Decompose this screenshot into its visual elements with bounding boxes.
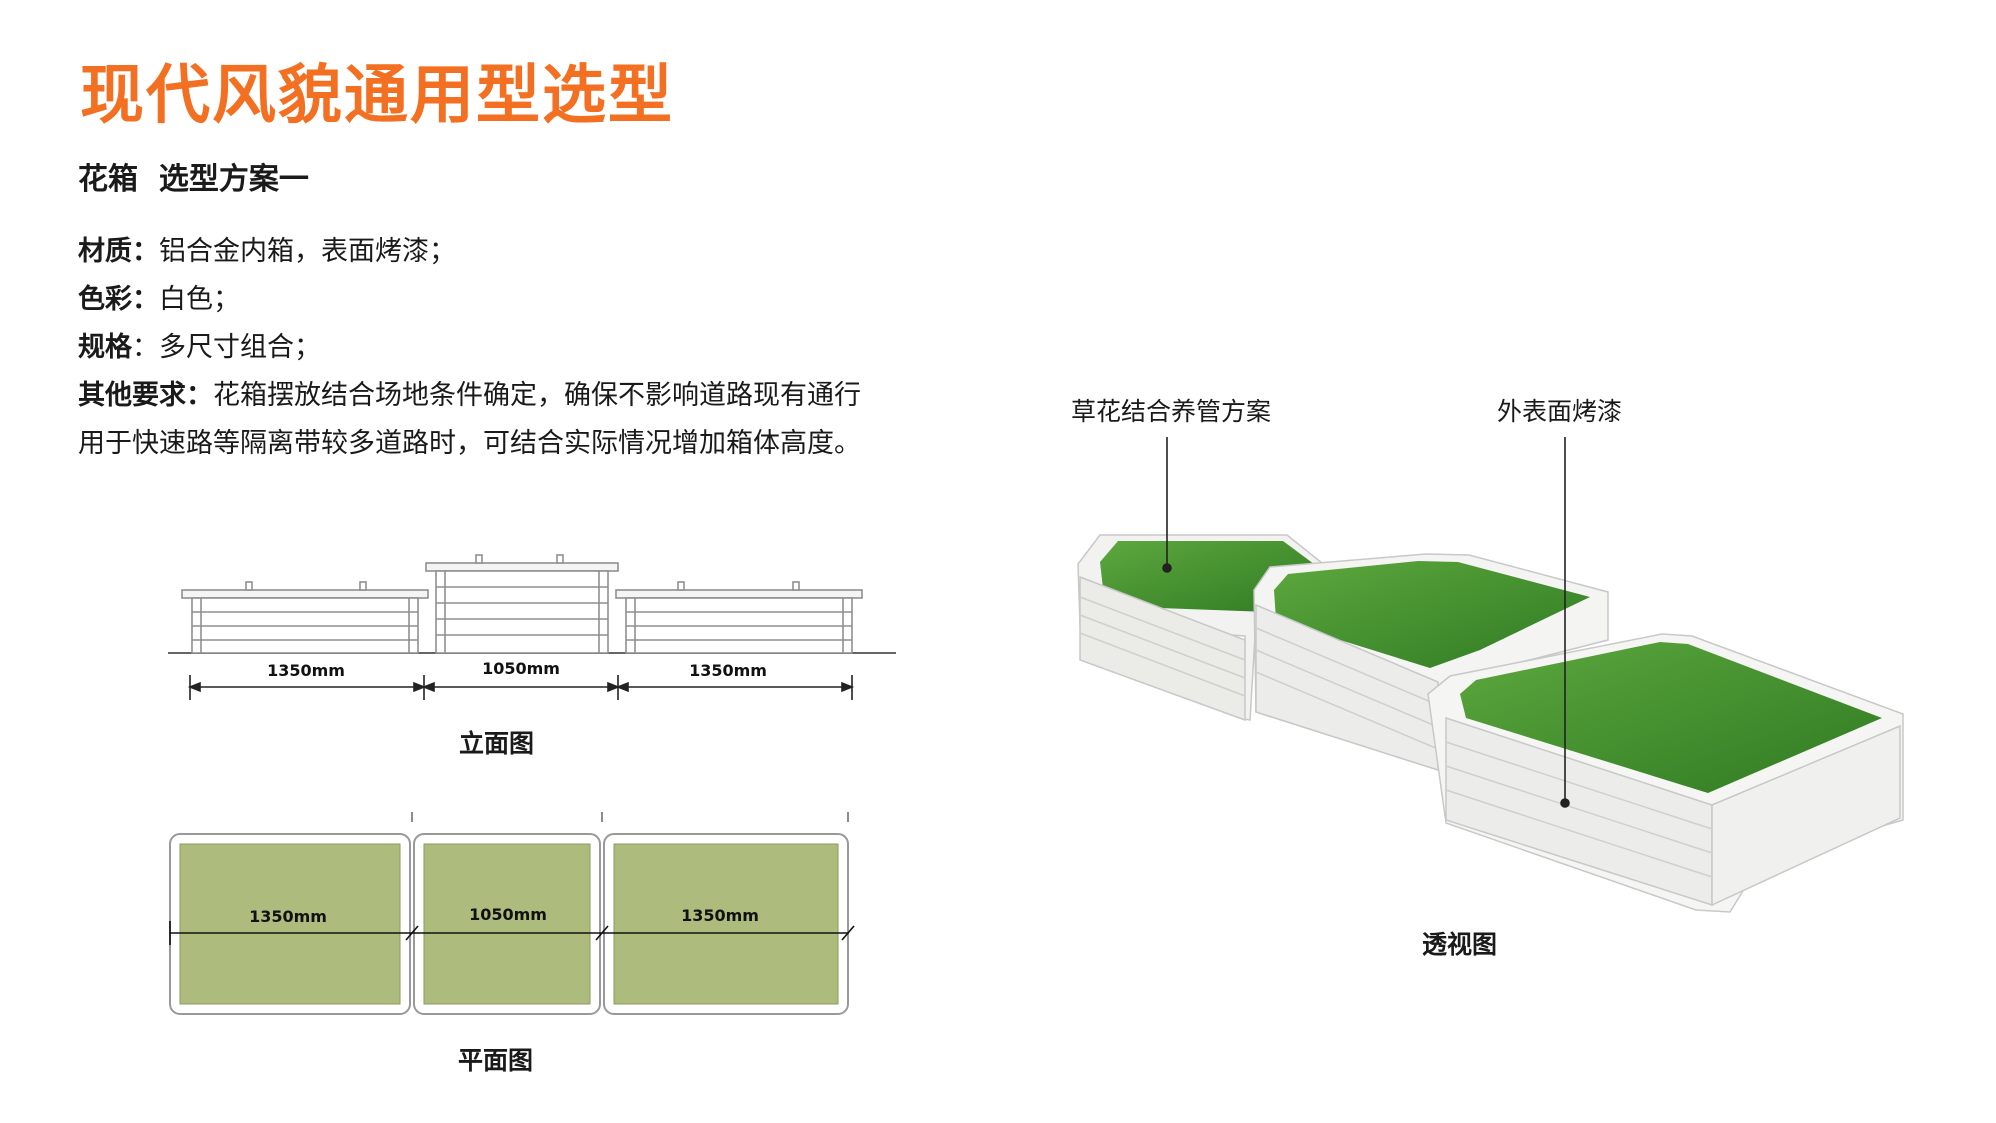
plan-box-1-soil [179, 843, 401, 1005]
plan-caption: 平面图 [458, 1046, 534, 1075]
spec-label: 规格 [78, 332, 132, 363]
elevation-dimension-line [187, 675, 855, 700]
plan-box-2-soil [423, 843, 591, 1005]
page-title: 现代风貌通用型选型 [80, 59, 674, 133]
planter-front-right [1427, 633, 1904, 913]
spec-other-continued: 用于快速路等隔离带较多道路时，可结合实际情况增加箱体高度。 [78, 420, 861, 468]
perspective-illustration [1077, 534, 1904, 913]
spec-label: 其他要求： [78, 380, 213, 411]
spec-value: 花箱摆放结合场地条件确定，确保不影响道路现有通行 [213, 380, 861, 411]
elevation-drawing [168, 554, 896, 700]
scheme-subtitle: 花箱 选型方案一 [78, 162, 309, 197]
callout-grass-label: 草花结合养管方案 [1071, 397, 1272, 426]
plan-dim-3: 1350mm [681, 906, 759, 925]
plan-dimension-line [169, 921, 855, 945]
plan-dim-2: 1050mm [469, 905, 547, 924]
spec-other: 其他要求：花箱摆放结合场地条件确定，确保不影响道路现有通行 [78, 372, 861, 420]
spec-label: 色彩： [78, 284, 159, 315]
spec-label: 材质： [78, 236, 159, 267]
elevation-dim-3: 1350mm [689, 661, 767, 680]
elevation-box-2 [425, 554, 619, 654]
spec-value: 白色； [159, 284, 240, 315]
elevation-caption: 立面图 [459, 729, 535, 758]
callout-paint-label: 外表面烤漆 [1497, 397, 1623, 426]
elevation-box-3 [615, 581, 863, 654]
spec-color: 色彩：白色； [78, 276, 861, 324]
elevation-dim-2: 1050mm [482, 659, 560, 678]
spec-value: 用于快速路等隔离带较多道路时，可结合实际情况增加箱体高度。 [78, 428, 861, 459]
spec-size: 规格：多尺寸组合； [78, 324, 861, 372]
perspective-caption: 透视图 [1422, 930, 1498, 959]
spec-value: ：多尺寸组合； [132, 332, 321, 363]
callout-right-dot [1560, 798, 1570, 808]
spec-material: 材质：铝合金内箱，表面烤漆； [78, 228, 861, 276]
spec-list: 材质：铝合金内箱，表面烤漆； 色彩：白色； 规格：多尺寸组合； 其他要求：花箱摆… [78, 228, 861, 468]
elevation-dim-1: 1350mm [267, 661, 345, 680]
plan-box-3-soil [613, 843, 839, 1005]
plan-drawing [169, 812, 855, 1015]
spec-value: 铝合金内箱，表面烤漆； [159, 236, 456, 267]
callout-left-dot [1162, 563, 1172, 573]
plan-dim-1: 1350mm [249, 907, 327, 926]
planter-middle [1253, 553, 1609, 772]
elevation-box-1 [181, 581, 429, 654]
